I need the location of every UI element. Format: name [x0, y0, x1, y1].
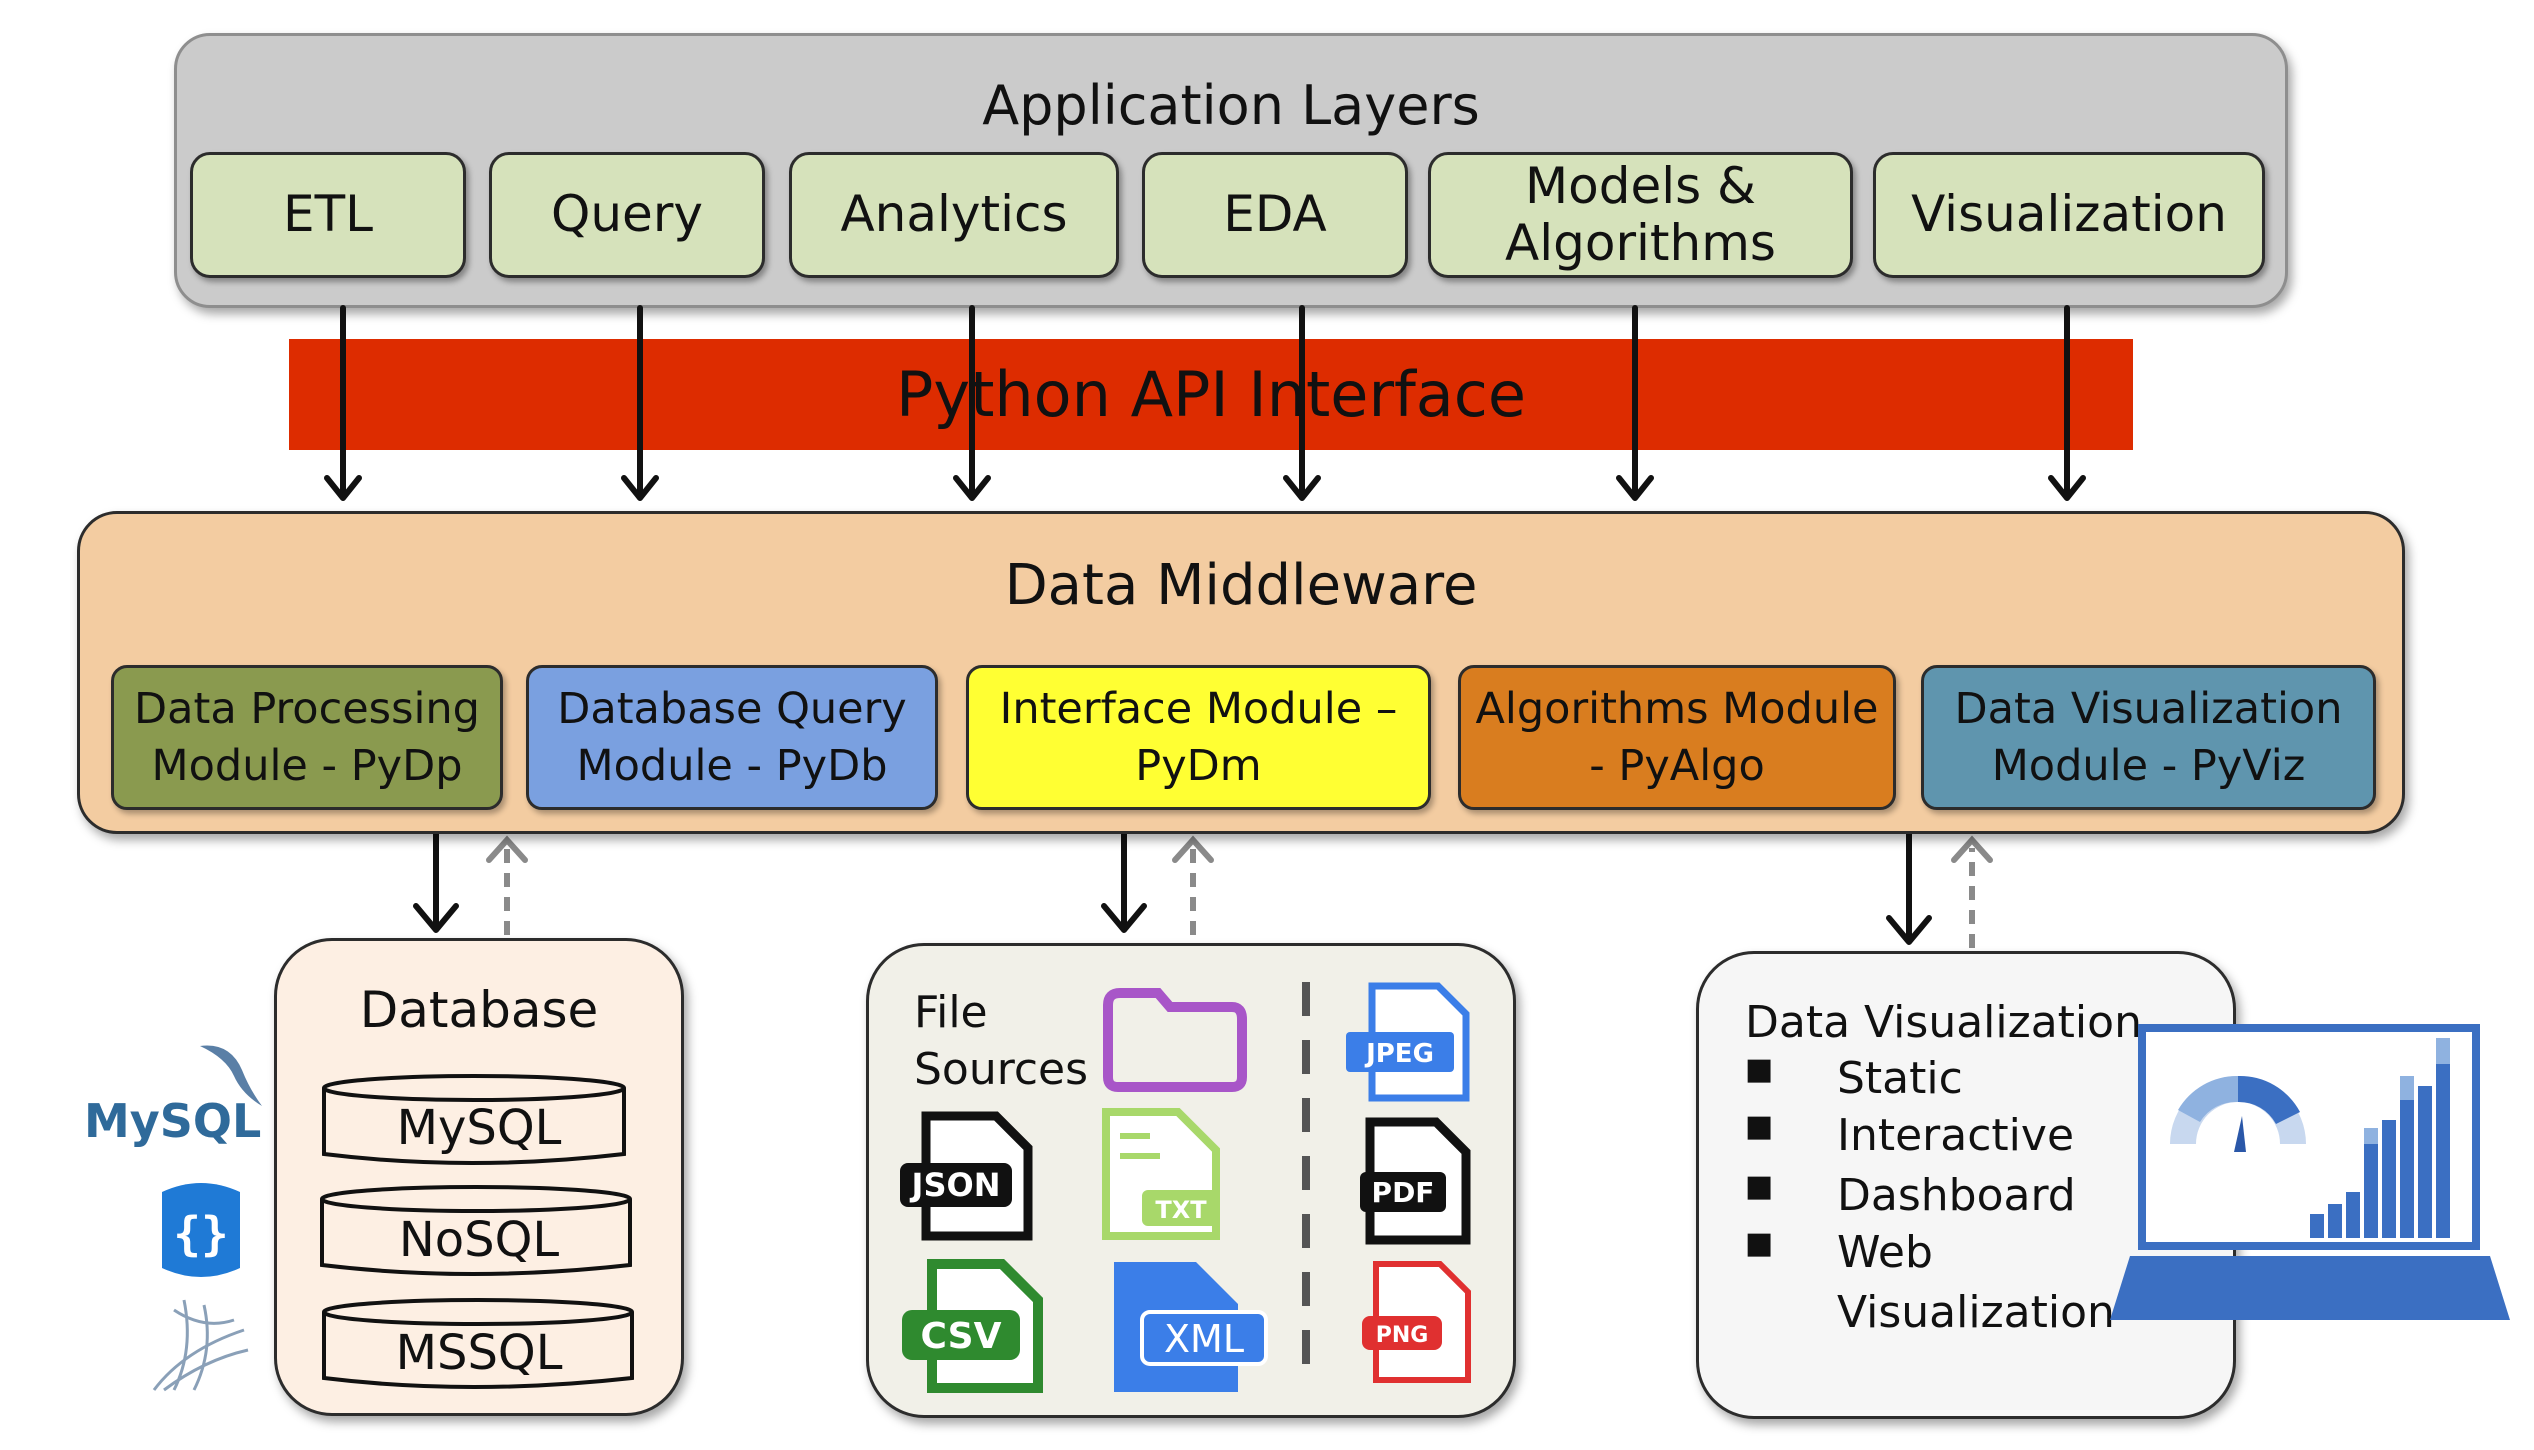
data-visualization-title: Data Visualization: [1745, 997, 2142, 1048]
bullet: ■: [1745, 1169, 1774, 1204]
layer-eda: EDA: [1142, 152, 1408, 278]
svg-text:CSV: CSV: [921, 1316, 1002, 1357]
viz-item-interactive: Interactive: [1837, 1110, 2075, 1161]
module-pyviz: Data Visualization Module - PyViz: [1921, 665, 2376, 810]
file-sources-title-line2: Sources: [914, 1044, 1089, 1095]
database-title: Database: [359, 981, 599, 1039]
pdf-file-icon: PDF: [1360, 1117, 1471, 1245]
layer-query: Query: [489, 152, 765, 278]
db-nosql: NoSQL: [398, 1212, 560, 1268]
laptop-dashboard-icon: [2110, 1024, 2510, 1320]
layer-analytics: Analytics: [789, 152, 1119, 278]
db-mssql: MSSQL: [395, 1325, 563, 1381]
application-layers-title: Application Layers: [982, 73, 1480, 137]
file-divider: [1302, 982, 1310, 1374]
db-mysql: MySQL: [396, 1100, 562, 1156]
svg-text:JPEG: JPEG: [1364, 1039, 1434, 1069]
module-pyalgo: Algorithms Module - PyAlgo: [1458, 665, 1896, 810]
viz-item-static: Static: [1837, 1053, 1963, 1104]
svg-text:TXT: TXT: [1155, 1196, 1207, 1224]
txt-file-icon: TXT: [1102, 1108, 1220, 1240]
xml-file-icon: XML: [1114, 1262, 1268, 1392]
json-file-icon: JSON: [900, 1111, 1033, 1241]
mysql-logo: MySQL: [84, 1094, 262, 1148]
jpeg-file-icon: JPEG: [1346, 982, 1470, 1102]
svg-text:PDF: PDF: [1372, 1176, 1435, 1209]
dolphin-icon: [200, 1045, 262, 1106]
png-file-icon: PNG: [1362, 1261, 1471, 1383]
bullet: ■: [1745, 1226, 1774, 1261]
folder-icon: [1103, 988, 1247, 1092]
svg-text:PNG: PNG: [1376, 1323, 1429, 1348]
csv-file-icon: CSV: [902, 1259, 1043, 1393]
viz-item-web-cont: Visualization: [1837, 1287, 2115, 1338]
layer-models-algorithms: Models & Algorithms: [1428, 152, 1853, 278]
svg-text:{}: {}: [173, 1207, 228, 1261]
python-api-interface-bar: Python API Interface: [289, 339, 2133, 450]
layer-etl: ETL: [190, 152, 466, 278]
bullet: ■: [1745, 1052, 1774, 1087]
svg-text:JSON: JSON: [910, 1166, 1001, 1204]
svg-text:XML: XML: [1164, 1317, 1244, 1361]
module-pydm: Interface Module – PyDm: [966, 665, 1431, 810]
database-cylinders: [320, 1074, 634, 1389]
data-middleware-title: Data Middleware: [1004, 552, 1478, 618]
nosql-database-icon: {}: [162, 1183, 240, 1277]
layer-visualization: Visualization: [1873, 152, 2265, 278]
module-pydb: Database Query Module - PyDb: [526, 665, 938, 810]
file-sources-title-line1: File: [914, 987, 988, 1038]
module-pydp: Data Processing Module - PyDp: [111, 665, 503, 810]
sql-server-icon: [152, 1299, 249, 1392]
bullet: ■: [1745, 1109, 1774, 1144]
viz-item-web: Web: [1837, 1227, 1933, 1278]
viz-item-dashboard: Dashboard: [1837, 1170, 2076, 1221]
